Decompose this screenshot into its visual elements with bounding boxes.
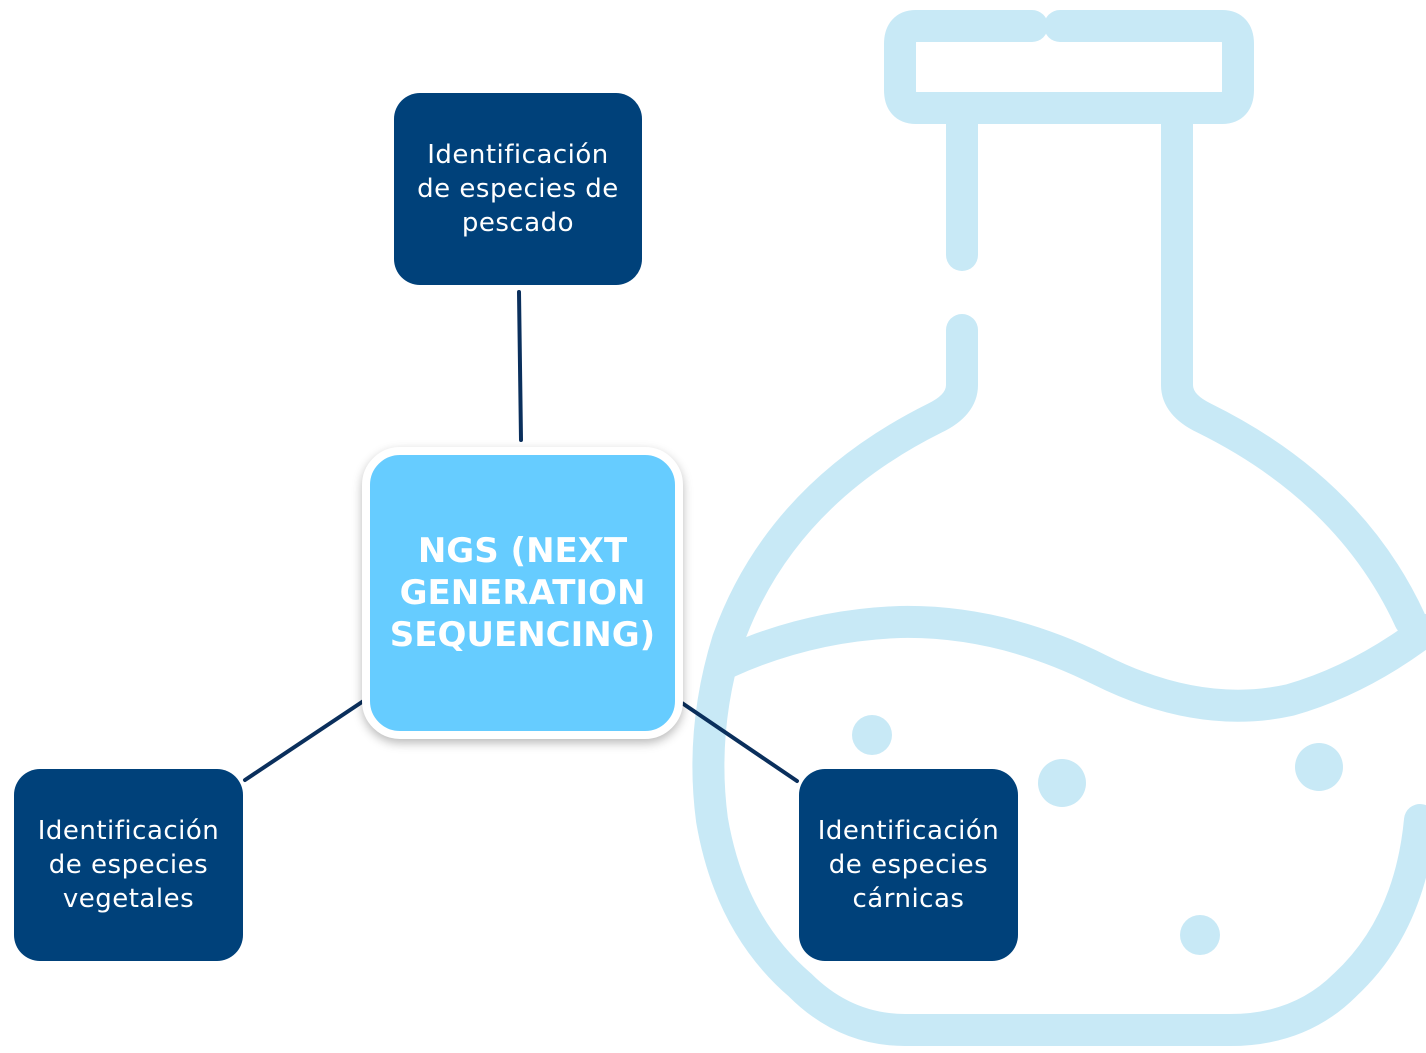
- node-plant-line-2: de especies: [48, 850, 209, 880]
- node-ngs-center: NGS (NEXT GENERATION SEQUENCING): [362, 447, 683, 739]
- node-fish-line-2: de especies de: [417, 174, 619, 204]
- connector-left: [243, 698, 367, 782]
- node-plant-line-1: Identificación: [37, 816, 220, 846]
- node-meat-line-2: de especies: [828, 850, 989, 880]
- node-meat-species: Identificación de especies cárnicas: [799, 769, 1018, 961]
- connector-right: [680, 701, 799, 783]
- node-meat-line-1: Identificación: [817, 816, 1000, 846]
- connector-top: [517, 290, 523, 442]
- node-fish-line-1: Identificación: [427, 140, 609, 170]
- node-plant-species: Identificación de especies vegetales: [14, 769, 243, 961]
- node-fish-line-3: pescado: [461, 208, 575, 238]
- node-fish-species: Identificación de especies de pescado: [394, 93, 642, 285]
- node-plant-line-3: vegetales: [62, 884, 195, 914]
- cut-off-title-decoration: ▬ ▬ ▬ ▬ ▬ ▬ ▬ ▬ ▬ ▬ ▬ ▬ ▬ ▬ ▬ ▬ ▬ ▬ ▬ ▬ …: [0, 0, 1426, 10]
- node-meat-line-3: cárnicas: [852, 884, 965, 914]
- node-ngs-label: NGS (NEXT GENERATION SEQUENCING): [389, 531, 656, 655]
